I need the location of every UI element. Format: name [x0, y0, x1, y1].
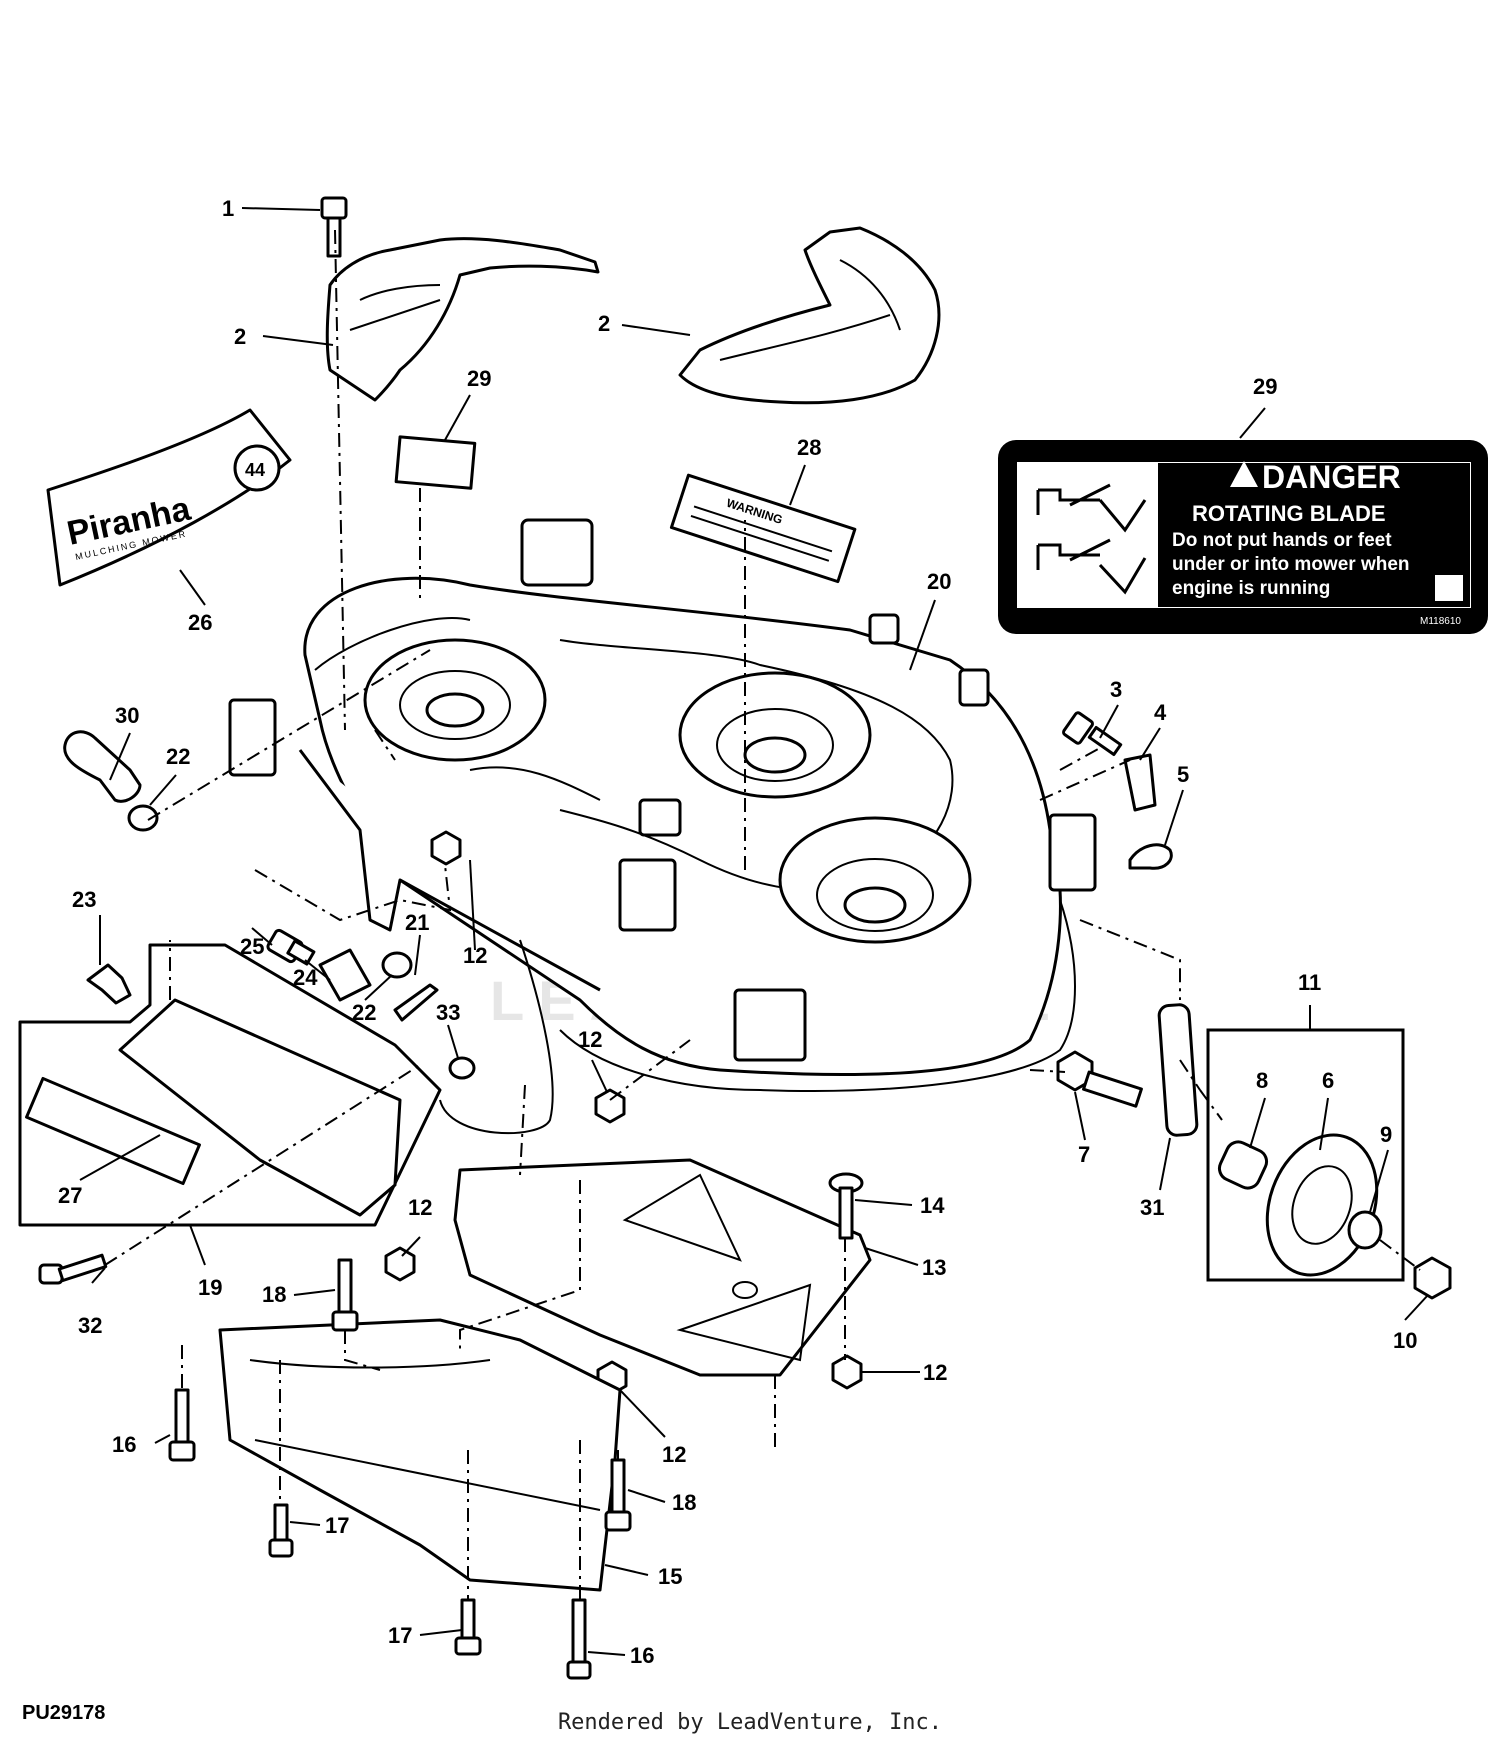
wheel-6: [1265, 1133, 1379, 1277]
callout-19: 19: [198, 1275, 222, 1300]
callout-13: 13: [922, 1255, 946, 1280]
bolt-1: [320, 196, 348, 258]
danger-code: M118610: [1420, 616, 1461, 627]
pin-21: [393, 983, 439, 1022]
callout-12-e: 12: [662, 1442, 686, 1467]
callout-27: 27: [58, 1183, 82, 1208]
assembly-lines: [104, 229, 1421, 1600]
callout-28: 28: [797, 435, 821, 460]
leader-lines: [79, 207, 1429, 1656]
wingnut-23: [86, 963, 132, 1005]
rivet-32: [38, 1253, 108, 1285]
carriage-bolt-14: [828, 1172, 864, 1240]
nut-10: [1413, 1256, 1452, 1300]
gauge-wheel-assembly: [1206, 1028, 1405, 1282]
callout-12-b: 12: [578, 1027, 602, 1052]
callout-3: 3: [1110, 677, 1122, 702]
mulching-plate-13: [453, 1158, 872, 1377]
nut-12-a: [430, 830, 462, 866]
callout-12-a: 12: [463, 943, 487, 968]
piranha-badge: 44: [245, 460, 265, 480]
callout-23: 23: [72, 887, 96, 912]
danger-line-1: Do not put hands or feet: [1172, 530, 1392, 551]
callout-33: 33: [436, 1000, 460, 1025]
decal-27: [25, 1076, 201, 1186]
washer-22-left: [127, 804, 159, 832]
figure-id: PU29178: [22, 1702, 106, 1724]
callout-22-center: 22: [352, 1000, 376, 1025]
nut-12-d: [831, 1354, 863, 1390]
bracket-31: [1157, 1003, 1199, 1137]
callout-2-left: 2: [234, 324, 246, 349]
callout-17-center: 17: [388, 1623, 412, 1648]
mulching-cover-right: [678, 226, 941, 405]
hook-30: [63, 730, 142, 803]
bolt-17-left: [268, 1503, 294, 1558]
callout-labels: 1 2 2 29 29 28 20 26 30 22 3 4 5 23 25 2…: [58, 196, 1417, 1668]
bolt-18-right: [604, 1458, 632, 1532]
callout-2-right: 2: [598, 311, 610, 336]
washer-9: [1347, 1210, 1383, 1250]
callout-30: 30: [115, 703, 139, 728]
bracket-4: [1123, 753, 1157, 812]
callout-12-d: 12: [923, 1360, 947, 1385]
bolt-3: [1062, 711, 1123, 757]
nut-12-c: [384, 1246, 416, 1282]
nut-12-b: [594, 1088, 626, 1124]
callout-22-left: 22: [166, 744, 190, 769]
callout-16-right: 16: [630, 1643, 654, 1668]
bolt-16-left: [168, 1388, 196, 1462]
danger-line-3: engine is running: [1172, 578, 1330, 599]
lower-baffle-15: [218, 1318, 622, 1592]
warning-decal: WARNING: [669, 473, 857, 584]
callout-7: 7: [1078, 1142, 1090, 1167]
callout-26: 26: [188, 610, 212, 635]
callout-20: 20: [927, 569, 951, 594]
callout-5: 5: [1177, 762, 1189, 787]
callout-1: 1: [222, 196, 234, 221]
washer-33: [448, 1056, 476, 1080]
callout-14: 14: [920, 1193, 945, 1218]
callout-18-left: 18: [262, 1282, 286, 1307]
mower-deck: [228, 518, 1097, 1135]
danger-heading: DANGER: [1262, 459, 1401, 495]
bolt-25: [266, 928, 316, 966]
danger-line-2: under or into mower when: [1172, 554, 1410, 575]
callout-6: 6: [1322, 1068, 1334, 1093]
danger-decal: DANGER ROTATING BLADE Do not put hands o…: [998, 440, 1488, 634]
mulching-cover-left: [325, 237, 600, 402]
callout-9: 9: [1380, 1122, 1392, 1147]
bolt-17-center: [454, 1598, 482, 1656]
callout-12-c: 12: [408, 1195, 432, 1220]
callout-8: 8: [1256, 1068, 1268, 1093]
bolt-16-right: [566, 1598, 592, 1680]
callout-4: 4: [1154, 700, 1167, 725]
baffle-19: [18, 943, 442, 1227]
danger-title: ROTATING BLADE: [1192, 501, 1386, 526]
callout-16-left: 16: [112, 1432, 136, 1457]
callout-10: 10: [1393, 1328, 1417, 1353]
clip-5: [1128, 843, 1173, 870]
callout-29-danger-decal: 29: [1253, 374, 1277, 399]
callout-29-small-decal: 29: [467, 366, 491, 391]
callout-32: 32: [78, 1313, 102, 1338]
washer-22-center: [381, 951, 413, 979]
callout-11: 11: [1298, 970, 1321, 995]
callout-21: 21: [405, 910, 429, 935]
spring-24: [318, 948, 372, 1002]
decal-29-small: [394, 435, 477, 490]
spacer-8: [1217, 1140, 1269, 1190]
callout-24: 24: [293, 965, 318, 990]
bolt-18-left: [331, 1258, 359, 1332]
footer-credit: Rendered by LeadVenture, Inc.: [557, 1710, 943, 1735]
callout-25: 25: [240, 934, 264, 959]
callout-17-left: 17: [325, 1513, 349, 1538]
qr-code-icon: [1435, 575, 1463, 601]
piranha-decal: Piranha MULCHING MOWER 44: [46, 408, 292, 587]
callout-31: 31: [1140, 1195, 1164, 1220]
callout-18-right: 18: [672, 1490, 696, 1515]
callout-15: 15: [658, 1564, 682, 1589]
bolt-7: [1056, 1050, 1143, 1108]
